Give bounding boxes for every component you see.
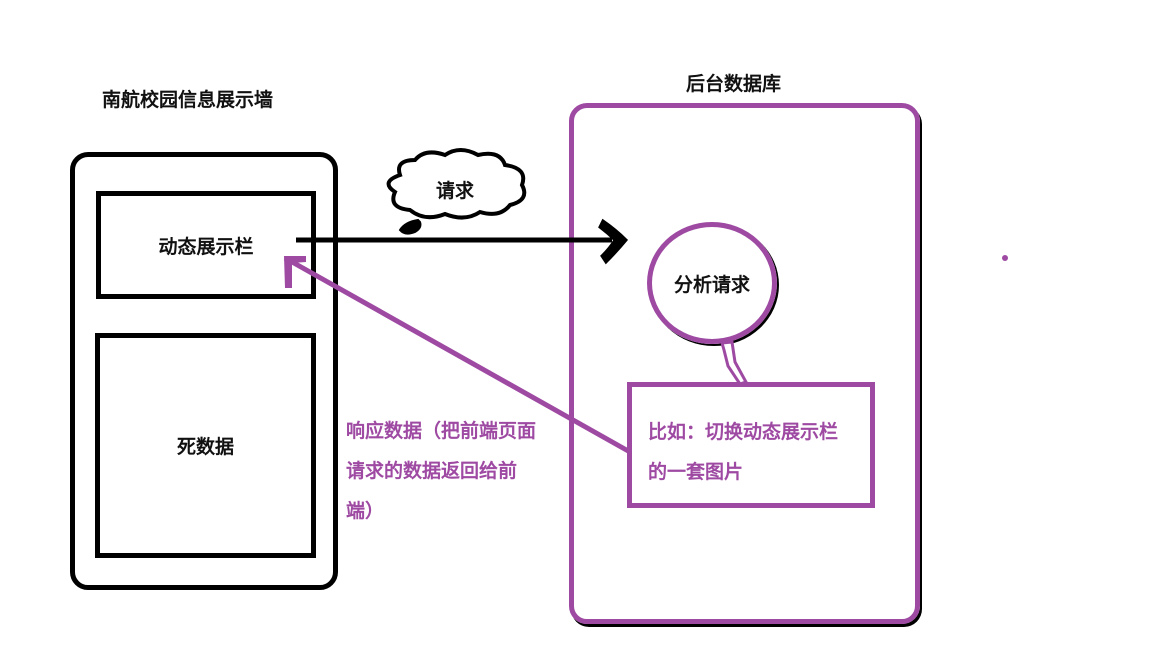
analyze-request-node: 分析请求 [647, 222, 777, 344]
response-note-line-1: 响应数据（把前端页面 [346, 420, 537, 442]
backend-database-container [569, 103, 920, 624]
stray-dot [1002, 255, 1008, 261]
analyze-request-label: 分析请求 [673, 273, 750, 296]
dynamic-display-label: 动态展示栏 [158, 235, 254, 258]
example-line-1: 比如：切换动态展示栏 [648, 421, 839, 443]
example-line-2: 的一套图片 [648, 461, 744, 483]
dynamic-display-panel[interactable]: 动态展示栏 [96, 191, 316, 299]
cloud-tail-icon [398, 218, 422, 235]
backend-title: 后台数据库 [686, 73, 782, 95]
response-arrow-line [283, 255, 632, 455]
request-arrowhead-icon [598, 218, 629, 265]
example-note-box: 比如：切换动态展示栏 的一套图片 [627, 382, 875, 508]
response-arrowhead-icon [284, 256, 306, 288]
static-data-label: 死数据 [176, 436, 234, 458]
response-note-line-2: 请求的数据返回给前 [346, 460, 518, 482]
analyze-connector-icon [720, 340, 749, 386]
cloud-icon [386, 148, 527, 220]
request-label: 请求 [436, 180, 475, 202]
response-note-line-3: 端） [346, 500, 385, 522]
frontend-wall [70, 152, 338, 590]
frontend-title: 南航校园信息展示墙 [102, 89, 274, 111]
static-data-panel: 死数据 [95, 333, 316, 558]
